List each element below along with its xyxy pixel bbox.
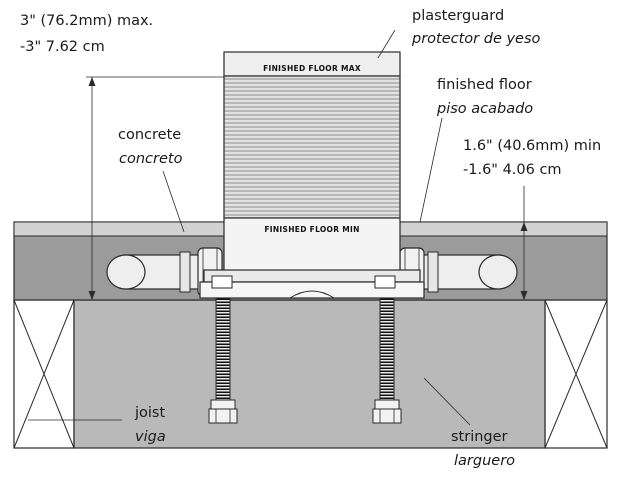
min-dimension-line bbox=[520, 186, 528, 300]
concrete-label: concrete bbox=[118, 127, 181, 143]
bolt-left bbox=[208, 297, 238, 424]
valve-flange bbox=[199, 269, 425, 299]
stringer bbox=[73, 299, 546, 449]
plasterguard-label-es: protector de yeso bbox=[411, 31, 541, 47]
stringer-label-es: larguero bbox=[454, 453, 515, 469]
concrete-label-es: concreto bbox=[119, 151, 183, 167]
finished-floor-leader bbox=[419, 117, 443, 223]
bolt-right bbox=[372, 297, 402, 424]
plasterguard: FINISHED FLOOR MAX FINISHED FLOOR MIN bbox=[223, 51, 401, 279]
finished-floor-min-stamp: FINISHED FLOOR MIN bbox=[264, 225, 359, 234]
joist-label: joist bbox=[134, 405, 165, 421]
plasterguard-label: plasterguard bbox=[412, 8, 504, 24]
max-dimension-line bbox=[86, 76, 224, 300]
finished-floor-max-stamp: FINISHED FLOOR MAX bbox=[263, 64, 361, 73]
max-dimension-metric-label: -3" 7.62 cm bbox=[20, 39, 105, 55]
plasterguard-leader bbox=[377, 29, 396, 59]
finished-floor-label-es: piso acabado bbox=[436, 101, 533, 117]
min-dimension-metric-label: -1.6" 4.06 cm bbox=[463, 162, 562, 178]
min-dimension-label: 1.6" (40.6mm) min bbox=[463, 138, 601, 154]
stringer-leader bbox=[423, 377, 471, 426]
max-dimension-label: 3" (76.2mm) max. bbox=[20, 13, 153, 29]
stringer-label: stringer bbox=[451, 429, 508, 445]
concrete-leader bbox=[162, 170, 185, 233]
finished-floor-label: finished floor bbox=[437, 77, 532, 93]
joist-right bbox=[544, 299, 608, 449]
joist-left bbox=[13, 299, 75, 449]
joist-label-es: viga bbox=[135, 429, 166, 445]
